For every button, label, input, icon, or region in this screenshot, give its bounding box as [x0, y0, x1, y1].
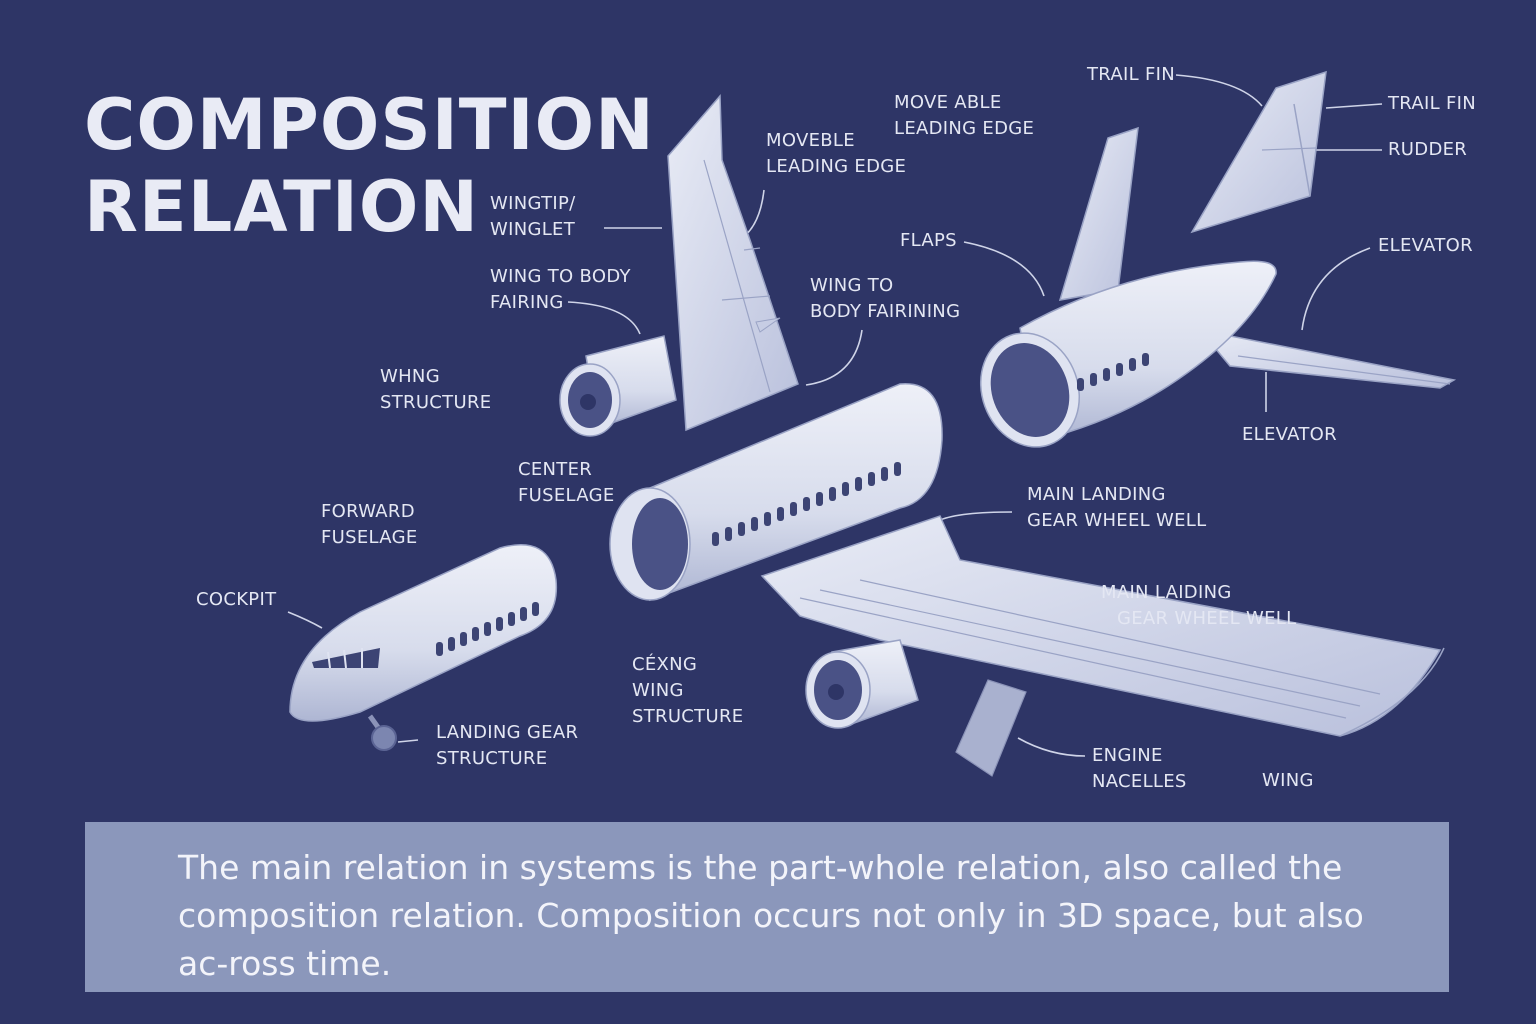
label-rudder: RUDDER	[1388, 139, 1468, 160]
label-cockpit: COCKPIT	[196, 589, 277, 610]
label-line: ENGINE	[1092, 745, 1163, 766]
label-engine-nacelles: ENGINE NACELLES	[1092, 743, 1187, 795]
leader-lines	[287, 74, 1383, 757]
caption-box: The main relation in systems is the part…	[85, 822, 1449, 992]
label-line: WING TO	[810, 275, 894, 296]
label-wing: WING	[1262, 770, 1314, 791]
upper-engine-part	[559, 335, 677, 437]
page-title: COMPOSITION RELATION	[84, 84, 655, 248]
label-wingtip-winglet: WINGTIP/ WINGLET	[490, 191, 576, 243]
caption-text: The main relation in systems is the part…	[178, 848, 1364, 983]
label-line: WING	[632, 680, 684, 701]
label-line: WINGTIP/	[490, 193, 576, 214]
label-forward-fuselage: FORWARD FUSELAGE	[321, 499, 418, 551]
label-line: FAIRING	[490, 292, 564, 313]
rear-fuselage-part	[979, 126, 1457, 448]
label-line: LEADING EDGE	[766, 156, 907, 177]
label-elevator-bottom: ELEVATOR	[1242, 424, 1337, 445]
main-wing-part	[760, 515, 1445, 777]
label-line: BODY FAIRINING	[810, 301, 961, 322]
label-line: STRUCTURE	[380, 392, 492, 413]
center-fuselage-part	[609, 383, 943, 602]
label-line: WINGLET	[490, 219, 576, 240]
trail-fin-part	[1190, 70, 1327, 234]
label-line: STRUCTURE	[632, 706, 744, 727]
label-line: LEADING EDGE	[894, 118, 1035, 139]
label-main-laiding-gear-wheel-well: MAIN LAIDING GEAR WHEEL WELL	[1101, 580, 1296, 632]
label-line: CÉXNG	[632, 654, 698, 675]
label-line: NACELLES	[1092, 771, 1187, 792]
label-main-landing-gear-wheel-well: MAIN LANDING GEAR WHEEL WELL	[1027, 482, 1206, 534]
label-move-able-leading-edge: MOVE ABLE LEADING EDGE	[894, 90, 1034, 142]
label-trail-fin-top: TRAIL FIN	[1087, 64, 1175, 85]
label-landing-gear-structure: LANDING GEAR STRUCTURE	[436, 720, 578, 772]
label-flaps: FLAPS	[900, 230, 957, 251]
label-line: GEAR WHEEL WELL	[1027, 510, 1207, 531]
label-line: WING TO BODY	[490, 266, 631, 287]
label-line: MAIN LANDING	[1027, 484, 1166, 505]
label-whng-structure: WHNG STRUCTURE	[380, 364, 491, 416]
label-line: STRUCTURE	[436, 748, 548, 769]
label-center-fuselage: CENTER FUSELAGE	[518, 457, 615, 509]
label-wing-to-body-fairining: WING TO BODY FAIRINING	[810, 273, 960, 325]
title-line-1: COMPOSITION	[84, 84, 655, 166]
label-line: WHNG	[380, 366, 440, 387]
upper-wing-part	[667, 94, 799, 432]
label-wing-to-body-fairing: WING TO BODY FAIRING	[490, 264, 631, 316]
label-line: FUSELAGE	[518, 485, 615, 506]
label-line: LANDING GEAR	[436, 722, 579, 743]
label-line: CENTER	[518, 459, 593, 480]
label-line: MOVEBLE	[766, 130, 855, 151]
label-moveble-leading-edge: MOVEBLE LEADING EDGE	[766, 128, 906, 180]
label-cexng-wing-structure: CÉXNG WING STRUCTURE	[632, 652, 743, 730]
title-line-2: RELATION	[84, 166, 479, 248]
label-line: FORWARD	[321, 501, 415, 522]
label-trail-fin-right: TRAIL FIN	[1388, 93, 1476, 114]
forward-fuselage-part	[289, 544, 558, 751]
label-elevator-top: ELEVATOR	[1378, 235, 1473, 256]
label-line: MAIN LAIDING	[1101, 582, 1232, 603]
label-line: GEAR WHEEL WELL	[1117, 608, 1297, 629]
label-line: FUSELAGE	[321, 527, 418, 548]
lower-engine-part	[805, 639, 919, 729]
label-line: MOVE ABLE	[894, 92, 1002, 113]
